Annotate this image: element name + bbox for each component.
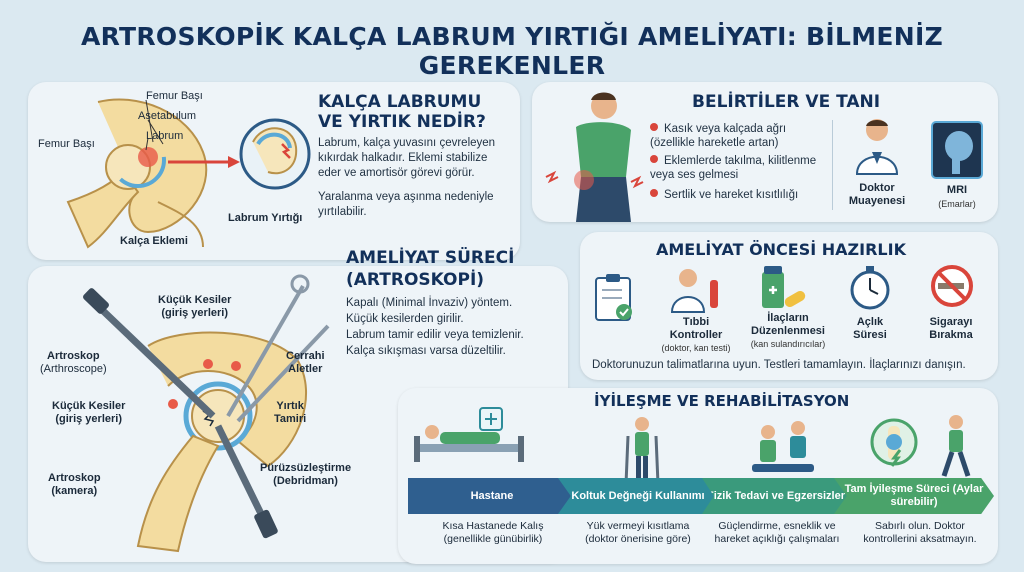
surgery-line: Labrum tamir edilir veya temizlenir. xyxy=(346,329,524,341)
label-small-incisions-left: Küçük Kesiler(giriş yerleri) xyxy=(52,400,125,426)
label-text: Pürüzsüzleştirme xyxy=(260,462,352,474)
label-femur-head-top: Femur Başı xyxy=(146,90,203,102)
label-labrum: Labrum xyxy=(146,130,184,142)
mri-sublabel: (Emarlar) xyxy=(938,199,976,209)
label-hip-joint: Kalça Eklemi xyxy=(120,235,188,247)
surgery-line: Küçük kesilerden girilir. xyxy=(346,313,464,325)
label-camera: Artroskop(kamera) xyxy=(48,472,101,498)
recovery-desc-crutches: Yük vermeyi kısıtlama(doktor önerisine g… xyxy=(568,520,708,546)
label-labrum-tear: Labrum Yırtığı xyxy=(228,212,303,224)
doctor-test-icon xyxy=(670,269,718,313)
page-title: ARTROSKOPİK KALÇA LABRUM YIRTIĞI AMELİYA… xyxy=(80,22,944,80)
label-text: Küçük Kesiler xyxy=(52,400,126,412)
label-subtext: (giriş yerleri) xyxy=(161,307,228,319)
label-arthroscope: Artroskop(Arthroscope) xyxy=(40,350,107,376)
patient-pain-illustration xyxy=(545,92,644,222)
label-subtext: (Arthroscope) xyxy=(40,363,107,375)
recovery-panel: İYİLEŞME VE REHABİLİTASYON Hastane Koltu xyxy=(398,388,998,564)
recovery-step-full: Tam İyileşme Süreci (Aylar sürebilir) xyxy=(834,478,994,514)
preop-item-label: İlaçların Düzenlenmesi xyxy=(751,312,825,337)
doctor-label: Doktor Muayenesi xyxy=(848,182,906,207)
surgery-heading-2: (ARTROSKOPİ) xyxy=(346,270,485,290)
label-text: Küçük Kesiler xyxy=(158,294,232,306)
labrum-heading-1: KALÇA LABRUMU xyxy=(318,92,482,112)
symptom-text: Eklemlerde takılma, kilitlenme veya ses … xyxy=(650,155,817,181)
label-subtext: Aletler xyxy=(288,363,323,375)
symptom-text: Kasık veya kalçada ağrı (özellikle harek… xyxy=(650,123,787,149)
clipboard-check-icon xyxy=(595,274,632,321)
preop-item-fasting: Açlık Süresi xyxy=(853,316,887,341)
preop-note: Doktorunuzun talimatlarına uyun. Testler… xyxy=(592,359,966,371)
label-subtext: (Debridman) xyxy=(273,475,338,487)
recovery-desc-hospital: Kısa Hastanede Kalış(genellikle günübirl… xyxy=(418,520,568,546)
preop-item-medication: İlaçların Düzenlenmesi (kan sulandırıcıla… xyxy=(740,312,836,351)
preop-heading: AMELİYAT ÖNCESİ HAZIRLIK xyxy=(656,240,906,259)
doctor-icon xyxy=(855,119,899,175)
label-text: Artroskop xyxy=(48,472,101,484)
symptom-item: Sertlik ve hareket kısıtlılığı xyxy=(650,188,830,202)
surgery-line: Kalça sıkışması varsa düzeltilir. xyxy=(346,345,506,357)
recovery-desc: Yük vermeyi kısıtlama xyxy=(586,520,690,532)
mri-label: MRI xyxy=(946,184,968,196)
recovery-desc-full: Sabırlı olun. Doktor kontrollerini aksat… xyxy=(863,520,977,545)
labrum-description-2: Yaralanma veya aşınma nedeniyle yırtılab… xyxy=(318,191,494,218)
preop-item-label: Tıbbi Kontroller xyxy=(669,316,723,341)
physical-therapy-icon xyxy=(752,421,814,472)
preop-item-sublabel: (kan sulandırıcılar) xyxy=(750,339,826,349)
labrum-panel: Femur Başı Asetabulum Labrum Femur Başı … xyxy=(28,82,520,260)
label-acetabulum: Asetabulum xyxy=(138,110,197,122)
preop-item-sublabel: (doktor, kan testi) xyxy=(661,343,731,353)
bullet-icon xyxy=(650,155,658,163)
label-text: Artroskop xyxy=(47,350,100,362)
surgery-line: Kapalı (Minimal İnvaziv) yöntem. xyxy=(346,297,513,309)
label-femur-head-left: Femur Başı xyxy=(38,138,95,150)
recovery-desc-2: (genellikle günübirlik) xyxy=(443,533,543,545)
mri-scan-icon xyxy=(931,121,983,179)
arthroscopy-illustration xyxy=(83,274,330,553)
stopwatch-icon xyxy=(850,266,890,310)
hip-joint-illustration xyxy=(66,98,311,249)
symptoms-heading: BELİRTİLER VE TANI xyxy=(692,92,881,112)
no-smoking-icon xyxy=(931,265,973,307)
crutches-icon xyxy=(624,417,660,485)
preop-item-medical: Tıbbi Kontroller (doktor, kan testi) xyxy=(656,316,736,355)
medicine-icon xyxy=(762,266,806,308)
preop-item-smoking: Sigarayı Bırakma xyxy=(929,316,973,341)
recovery-step-hospital: Hastane xyxy=(408,478,576,514)
label-subtext: (kamera) xyxy=(51,485,98,497)
recovery-step-crutches: Koltuk Değneği Kullanımı xyxy=(558,478,718,514)
divider xyxy=(832,120,833,210)
symptoms-panel: BELİRTİLER VE TANI Kasık veya kalçada ağ… xyxy=(532,82,998,222)
symptom-item: Eklemlerde takılma, kilitlenme veya ses … xyxy=(650,154,830,182)
label-debridement: Pürüzsüzleştirme(Debridman) xyxy=(260,462,351,488)
bullet-icon xyxy=(650,189,658,197)
recovery-step-therapy: Fizik Tedavi ve Egzersizler xyxy=(702,478,850,514)
label-subtext: (giriş yerleri) xyxy=(55,413,122,425)
recovery-heading: İYİLEŞME VE REHABİLİTASYON xyxy=(594,392,850,410)
labrum-description: Labrum, kalça yuvasını çevreleyen kıkırd… xyxy=(318,137,496,179)
symptom-item: Kasık veya kalçada ağrı (özellikle harek… xyxy=(650,122,830,150)
label-subtext: Tamiri xyxy=(274,413,307,425)
recovery-desc-2: (doktor önerisine göre) xyxy=(585,533,691,545)
bullet-icon xyxy=(650,123,658,131)
recovery-desc: Kısa Hastanede Kalış xyxy=(442,520,544,532)
label-text: Cerrahi xyxy=(286,350,325,362)
recovery-walk-icon xyxy=(870,415,971,477)
preop-panel: AMELİYAT ÖNCESİ HAZIRLIK Tıbbi Kontrolle… xyxy=(580,232,998,380)
label-text: Yırtık xyxy=(276,400,304,412)
surgery-heading-1-visible: AMELİYAT SÜRECİ xyxy=(346,248,515,268)
hospital-bed-icon xyxy=(414,407,524,462)
symptom-text: Sertlik ve hareket kısıtlılığı xyxy=(664,189,799,201)
label-small-incisions-top: Küçük Kesiler(giriş yerleri) xyxy=(158,294,231,320)
labrum-heading-2: VE YIRTIK NEDİR? xyxy=(318,112,486,132)
recovery-desc-therapy: Güçlendirme, esneklik ve hareket açıklığ… xyxy=(714,520,840,545)
